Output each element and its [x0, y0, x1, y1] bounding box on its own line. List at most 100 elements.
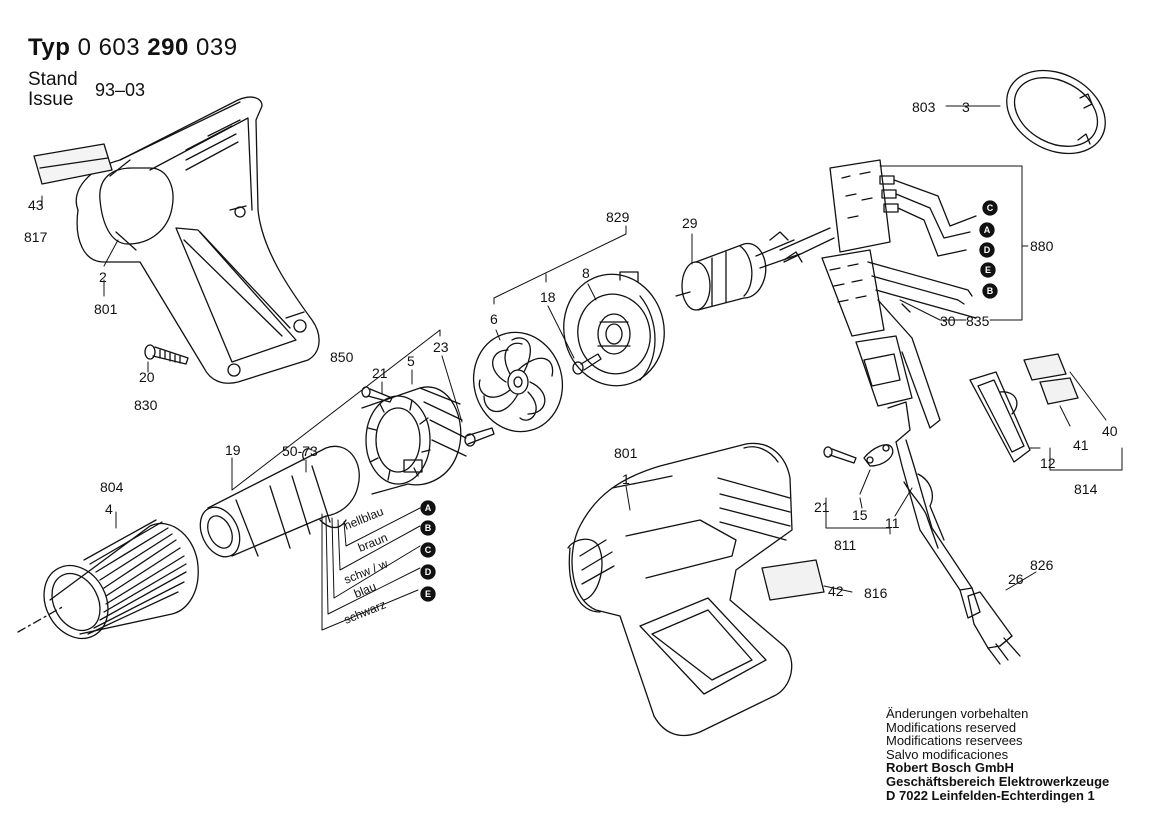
- part-30: 30: [940, 313, 956, 329]
- part-18: 18: [540, 289, 556, 305]
- inner-tube-19: [199, 445, 360, 558]
- part-23: 23: [433, 339, 449, 355]
- label-sticker-42: [761, 559, 825, 601]
- wire-hellblau: hellblau: [342, 504, 386, 532]
- wire-badges-left: A B C D E: [420, 500, 436, 602]
- badge-a-left: A: [420, 500, 436, 516]
- part-5: 5: [407, 353, 415, 369]
- svg-text:C: C: [987, 203, 994, 213]
- typ-part-a: 0 603: [77, 34, 141, 61]
- motor-29: [675, 231, 803, 311]
- part-801-a: 801: [94, 301, 118, 317]
- note-de: Änderungen vorbehalten: [886, 706, 1029, 721]
- label-sticker-43: [33, 143, 113, 185]
- part-11: 11: [885, 515, 900, 531]
- nozzle-804: [17, 519, 199, 640]
- housing-half-left: [75, 96, 320, 384]
- note-address: D 7022 Leinfelden-Echterdingen 1: [886, 787, 1095, 803]
- element-holder-5: [361, 386, 467, 495]
- part-20: 20: [139, 369, 155, 385]
- part-42: 42: [828, 583, 844, 599]
- badge-e-right: E: [980, 262, 996, 278]
- part-50-73: 50-73: [282, 443, 318, 459]
- wire-badges-right: C A D E B: [979, 200, 998, 299]
- part-21-b: 21: [814, 499, 830, 515]
- part-2: 2: [99, 269, 107, 285]
- svg-text:E: E: [985, 265, 991, 275]
- part-19: 19: [225, 442, 241, 458]
- screw-23: [464, 427, 495, 447]
- stand-de: Stand: [28, 69, 78, 90]
- svg-text:D: D: [425, 567, 432, 577]
- wire-leads: [321, 507, 421, 631]
- wire-schwarz: schwarz: [342, 597, 388, 626]
- badge-b-left: B: [420, 520, 436, 536]
- part-4: 4: [105, 501, 113, 517]
- cable-clamp-15: [863, 444, 894, 467]
- stand-en: Issue: [28, 89, 74, 110]
- part-830: 830: [134, 397, 158, 413]
- ring-803: [1006, 69, 1106, 155]
- part-12: 12: [1040, 455, 1056, 471]
- notes-block: Änderungen vorbehalten Modifications res…: [886, 707, 1109, 802]
- part-8: 8: [582, 265, 590, 281]
- part-801-b: 801: [614, 445, 638, 461]
- badge-c-left: C: [420, 542, 436, 558]
- screw-18: [572, 353, 602, 375]
- part-40: 40: [1102, 423, 1118, 439]
- switch-835: [821, 249, 977, 429]
- typ-part-c: 039: [196, 34, 238, 61]
- part-826: 826: [1030, 557, 1054, 573]
- part-850: 850: [330, 349, 354, 365]
- part-1: 1: [622, 471, 630, 487]
- stand-label: Stand Issue: [28, 70, 78, 110]
- note-es: Salvo modificaciones: [886, 746, 1009, 762]
- stand-value: 93–03: [95, 80, 146, 100]
- part-816: 816: [864, 585, 888, 601]
- model-number: Typ 0 603 290 039: [28, 34, 238, 62]
- note-division: Geschäftsbereich Elektrowerkzeuge: [886, 773, 1110, 789]
- svg-text:A: A: [425, 503, 432, 513]
- fan-wheel-6: [472, 331, 564, 433]
- part-15: 15: [852, 507, 868, 523]
- note-fr: Modifications reservees: [886, 733, 1023, 749]
- leader-lines: [41, 105, 1123, 593]
- part-817: 817: [24, 229, 48, 245]
- part-41: 41: [1073, 437, 1089, 453]
- badge-e-left: E: [420, 586, 436, 602]
- part-804: 804: [100, 479, 124, 495]
- badge-d-left: D: [420, 564, 436, 580]
- fan-housing-8: [563, 271, 665, 387]
- part-880: 880: [1030, 238, 1054, 254]
- svg-text:B: B: [987, 286, 994, 296]
- screw-21-lower: [823, 446, 857, 464]
- part-43: 43: [28, 197, 44, 213]
- svg-text:A: A: [984, 225, 991, 235]
- note-en: Modifications reserved: [886, 719, 1017, 735]
- part-29: 29: [682, 215, 698, 231]
- svg-text:C: C: [425, 545, 432, 555]
- part-829: 829: [606, 209, 630, 225]
- part-labels: 43 817 2 801 20 830 804 4 850 19 50-73 2…: [24, 99, 1118, 601]
- part-3: 3: [962, 99, 970, 115]
- part-835: 835: [966, 313, 990, 329]
- cable-plug-26: [903, 473, 1021, 665]
- badge-d-right: D: [979, 242, 995, 258]
- badge-c-right: C: [982, 200, 998, 216]
- typ-prefix: Typ: [28, 34, 71, 61]
- note-company: Robert Bosch GmbH: [886, 760, 1014, 776]
- part-814: 814: [1074, 481, 1098, 497]
- part-21-a: 21: [372, 365, 388, 381]
- housing-half-right: [567, 442, 793, 737]
- svg-text:B: B: [425, 523, 432, 533]
- wire-braun: braun: [356, 530, 390, 554]
- part-803: 803: [912, 99, 936, 115]
- part-6: 6: [490, 311, 498, 327]
- svg-text:D: D: [984, 245, 991, 255]
- screw-20: [144, 344, 189, 365]
- switch-lower-30: [855, 335, 973, 591]
- part-26: 26: [1008, 571, 1024, 587]
- part-811: 811: [834, 537, 857, 553]
